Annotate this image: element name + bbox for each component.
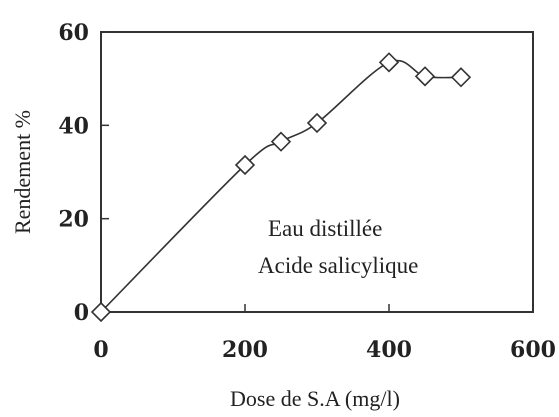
data-point-marker <box>378 52 400 73</box>
data-point-marker <box>414 66 436 87</box>
x-axis: 0 200 400 600 <box>93 304 556 363</box>
x-tick-label: 600 <box>510 337 556 363</box>
data-point-marker <box>450 67 472 88</box>
x-axis-label: Dose de S.A (mg/l) <box>230 386 400 411</box>
y-axis: 0 20 40 60 <box>58 20 109 326</box>
x-tick-label: 200 <box>222 337 268 363</box>
y-tick-label: 20 <box>58 207 89 233</box>
y-tick-label: 60 <box>58 20 89 46</box>
y-tick-label: 0 <box>74 300 89 326</box>
y-axis-label: Rendement % <box>10 110 35 234</box>
x-tick-label: 0 <box>93 337 108 363</box>
series-markers <box>90 52 472 323</box>
annotation-line-2: Acide salicylique <box>258 253 418 278</box>
y-tick-label: 40 <box>58 113 89 139</box>
annotation-line-1: Eau distillée <box>268 216 382 241</box>
data-point-marker <box>90 301 112 323</box>
data-point-marker <box>234 154 256 176</box>
data-point-marker <box>306 112 328 134</box>
x-tick-label: 400 <box>366 337 412 363</box>
data-point-marker <box>270 131 292 152</box>
plot-frame <box>100 31 534 313</box>
